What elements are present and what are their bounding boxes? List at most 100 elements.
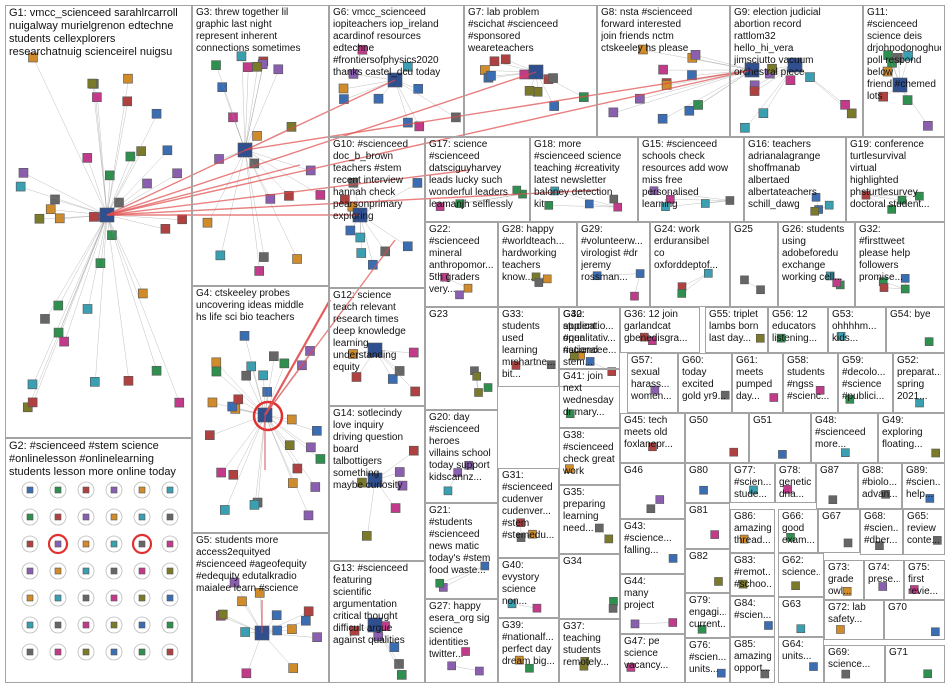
group-label: G79: engagi... current... [689, 595, 726, 630]
group-g4: G4: ctskeeley probes uncovering ideas mi… [192, 286, 329, 533]
group-label: G82 [689, 551, 708, 562]
group-label: G66: good exam... [782, 511, 814, 546]
group-label: G68: #scien... #dber... [864, 511, 899, 546]
group-label: G76: #scien... units... [689, 640, 726, 675]
group-label: G51 [753, 415, 772, 426]
group-label: G89: #scien... help... [906, 465, 941, 500]
group-label: G11: #scienceed science deis drjohnodono… [867, 7, 941, 102]
group-label: G54: bye [890, 309, 931, 320]
group-g85: G85: amazing opport... [730, 637, 775, 683]
group-label: G70 [888, 602, 907, 613]
group-g3: G3: threw together lil graphic last nigh… [192, 5, 329, 286]
group-label: G48: #scienceed more... [815, 415, 866, 450]
group-label: G80 [689, 465, 708, 476]
group-label: G41: join next wednesday dr mary... [563, 371, 614, 418]
group-label: G75: first revie... [908, 562, 939, 597]
group-g37: G37: teaching students remotely... [559, 619, 620, 683]
group-label: G36: 12 join garlandcat gbenedisgra... [624, 309, 688, 344]
group-label: G19: conference turtlesurvival virtual h… [850, 139, 930, 210]
group-g17: G17: science #scienceed datsciguyharvey … [425, 137, 530, 222]
group-g14: G14: sotlecindy love inquiry driving que… [329, 406, 425, 561]
group-g66: G66: good exam... [778, 509, 818, 553]
group-g80: G80 [685, 463, 730, 503]
group-label: G61: meets pumped day... [736, 355, 773, 402]
group-label: G50 [689, 415, 708, 426]
group-label: G6: vmcc_scienceed iopiteachers iop_irel… [333, 7, 441, 78]
group-g54: G54: bye [886, 307, 945, 353]
group-g72: G72: lab safety... [824, 600, 884, 640]
group-label: G25 [734, 224, 753, 235]
group-label: G81 [689, 505, 708, 516]
group-label: G13: #scienceed featuring scientific arg… [333, 563, 409, 646]
group-g34: G34 [559, 554, 620, 619]
group-g50: G50 [685, 413, 749, 463]
group-g9: G9: election judicial abortion record ra… [730, 5, 863, 137]
group-label: G16: teachers adrianalagrange shoffmanab… [748, 139, 821, 210]
group-label: G5: students more access2equityed #scien… [196, 535, 307, 594]
group-label: G15: #scienceed schools check resources … [642, 139, 729, 210]
group-label: G38: #scienceed check great work [563, 430, 615, 477]
group-label: G32: #firsttweet please help followers p… [859, 224, 911, 283]
group-label: G1: vmcc_scienceed sarahlrcarroll nuigal… [9, 7, 178, 58]
group-g60: G60: today excited gold yr9... [678, 353, 732, 413]
group-g22: G22: #scienceed mineral anthropomor... 5… [425, 222, 498, 307]
group-g64: G64: units... [778, 637, 824, 683]
group-g79: G79: engagi... current... [685, 593, 730, 638]
group-g78: G78: genetic dna... [775, 463, 816, 503]
group-label: G46 [624, 465, 643, 476]
group-label: G72: lab safety... [828, 602, 866, 625]
group-label: G42: student #qualitativ... #sciencee... [563, 309, 616, 356]
group-g81: G81 [685, 503, 730, 549]
group-label: G60: today excited gold yr9... [682, 355, 726, 402]
group-label: G69: science... [828, 647, 871, 670]
group-g23: G23 [425, 307, 498, 410]
group-g75: G75: first revie... [904, 560, 945, 600]
group-label: G71 [889, 647, 908, 658]
group-g76: G76: #scien... units... [685, 638, 730, 683]
group-label: G8: nsta #scienceed forward interested j… [601, 7, 693, 54]
group-g36: G36: 12 join garlandcat gbenedisgra... [620, 307, 700, 353]
group-label: G26: students using adobeforedu exchange… [782, 224, 845, 283]
group-g58: G58: students #ngss #scienc... [783, 353, 838, 413]
group-label: G28: happy #worldteach... hardworking te… [502, 224, 565, 283]
group-g29: G29: #volunteerw... virologist #dr jerem… [577, 222, 650, 307]
group-label: G40: evystory science non... [502, 560, 540, 607]
group-g41: G41: join next wednesday dr mary... [559, 369, 620, 428]
group-label: G78: genetic dna... [779, 465, 812, 500]
group-g42: G42: student #qualitativ... #sciencee... [559, 307, 620, 369]
group-g25: G25 [730, 222, 778, 307]
group-label: G67 [822, 511, 841, 522]
group-g49: G49: exploring floating... [878, 413, 945, 463]
group-label: G34 [563, 556, 582, 567]
group-g86: G86: amazing thread... [730, 509, 775, 553]
group-label: G84: #scien... [734, 598, 771, 621]
group-label: G43: #science... falling... [624, 521, 672, 556]
group-g89: G89: #scien... help... [902, 463, 945, 509]
group-g8: G8: nsta #scienceed forward interested j… [597, 5, 730, 137]
group-g39: G39: #nationalf... perfect day dream big… [498, 618, 559, 683]
group-label: G12: science teach relevant research tim… [333, 290, 406, 373]
group-label: G52: preparat... spring 2021... [897, 355, 941, 402]
group-g13: G13: #scienceed featuring scientific arg… [329, 561, 425, 683]
group-g5: G5: students more access2equityed #scien… [192, 533, 329, 683]
group-g40: G40: evystory science non... [498, 558, 559, 618]
group-g15: G15: #scienceed schools check resources … [638, 137, 744, 222]
group-g73: G73: grade owl... [824, 560, 864, 600]
group-label: G47: pe science vacancy... [624, 636, 669, 671]
group-g55: G55: triplet lambs born last day... [705, 307, 768, 353]
group-label: G44: many project [624, 576, 655, 611]
group-label: G35: preparing learning need... [563, 487, 606, 534]
group-g47: G47: pe science vacancy... [620, 634, 685, 683]
group-label: G49: exploring floating... [882, 415, 923, 450]
group-label: G45: tech meets old foxlanepr... [624, 415, 673, 450]
group-g20: G20: day #scienceed heroes villains scho… [425, 410, 498, 503]
group-label: G57: sexual harass... women... [631, 355, 672, 402]
group-g52: G52: preparat... spring 2021... [893, 353, 945, 413]
group-label: G37: teaching students remotely... [563, 621, 609, 668]
group-label: G88: #biolo... advan... [862, 465, 898, 500]
group-label: G4: ctskeeley probes uncovering ideas mi… [196, 288, 304, 323]
group-g43: G43: #science... falling... [620, 519, 685, 574]
group-label: G83: #remot... #schoo... [734, 555, 771, 590]
group-label: G17: science #scienceed datsciguyharvey … [429, 139, 513, 210]
